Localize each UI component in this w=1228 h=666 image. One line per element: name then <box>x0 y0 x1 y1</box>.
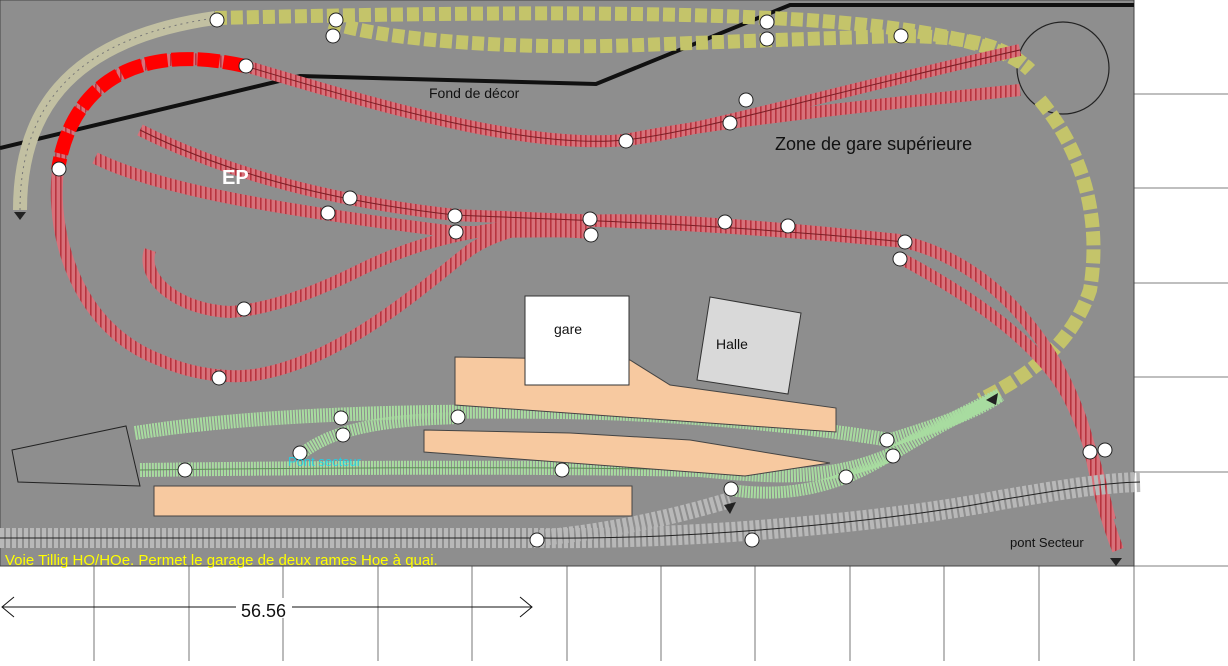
turnout-marker[interactable] <box>554 462 570 478</box>
track-red-right-branch[interactable] <box>897 252 1116 522</box>
track-upper-loop[interactable] <box>13 6 1101 407</box>
turnout-marker[interactable] <box>583 227 599 243</box>
label-halle: Halle <box>716 336 748 352</box>
turnout-marker[interactable] <box>447 208 463 224</box>
backdrop-line <box>0 3 1134 150</box>
arrow-marker <box>14 212 26 220</box>
turnout-marker[interactable] <box>618 133 634 149</box>
building-gare[interactable] <box>524 295 630 386</box>
turnout-marker[interactable] <box>51 161 67 177</box>
label-gare: gare <box>554 321 582 337</box>
turnout-marker[interactable] <box>325 28 341 44</box>
turnout-marker[interactable] <box>759 31 775 47</box>
track-yellow-right-curve[interactable] <box>976 95 1101 407</box>
turnout-marker[interactable] <box>342 190 358 206</box>
tunnel-portal <box>11 425 141 487</box>
arrow-marker <box>986 393 998 405</box>
track-green-crossover[interactable] <box>296 412 461 460</box>
label-pont-secteur-faded: Pont secteur <box>288 454 362 469</box>
turnout-marker[interactable] <box>893 28 909 44</box>
arrow-marker <box>1110 558 1122 566</box>
turnout-marker[interactable] <box>723 481 739 497</box>
turnout-marker[interactable] <box>582 211 598 227</box>
turnout-marker[interactable] <box>529 532 545 548</box>
turnout-markers[interactable] <box>51 12 1113 548</box>
turnout-marker[interactable] <box>744 532 760 548</box>
track-gray-mainline[interactable] <box>0 472 1141 549</box>
track-red-siding-lower[interactable] <box>92 152 591 239</box>
turnout-marker[interactable] <box>892 251 908 267</box>
track-gray-branch[interactable] <box>539 492 733 546</box>
track-yellow-top-b[interactable] <box>327 15 1035 76</box>
turnout-marker[interactable] <box>320 205 336 221</box>
label-voie-note: Voie Tillig HO/HOe. Permet le garage de … <box>5 552 438 569</box>
turnout-marker[interactable] <box>236 301 252 317</box>
building-halle[interactable] <box>696 296 802 395</box>
turnout-marker[interactable] <box>885 448 901 464</box>
turnout-marker[interactable] <box>897 234 913 250</box>
turnout-marker[interactable] <box>238 58 254 74</box>
track-red-highlight[interactable] <box>51 52 247 172</box>
turnout-marker[interactable] <box>738 92 754 108</box>
turnout-marker[interactable] <box>717 214 733 230</box>
turnout-marker[interactable] <box>333 410 349 426</box>
turnout-marker[interactable] <box>838 469 854 485</box>
arrow-marker <box>724 502 736 514</box>
turnout-marker[interactable] <box>211 370 227 386</box>
turnout-marker[interactable] <box>1097 442 1113 458</box>
platform-lower <box>153 485 633 517</box>
turnout-marker[interactable] <box>722 115 738 131</box>
turnout-marker[interactable] <box>780 218 796 234</box>
track-yellow-top-a[interactable] <box>214 6 1035 76</box>
track-green-lower[interactable] <box>729 449 894 499</box>
turnout-marker[interactable] <box>1082 444 1098 460</box>
turnout-marker[interactable] <box>879 432 895 448</box>
turnout-marker[interactable] <box>448 224 464 240</box>
turnout-marker[interactable] <box>292 445 308 461</box>
turnout-marker[interactable] <box>335 427 351 443</box>
track-red-upper-line-b[interactable] <box>623 84 1021 146</box>
label-fond-decor: Fond de décor <box>429 85 520 101</box>
label-ep: EP <box>222 167 249 189</box>
turnout-marker[interactable] <box>209 12 225 28</box>
dimension-value: 56.56 <box>241 601 286 621</box>
platform-middle <box>423 429 831 477</box>
label-pont-secteur: pont Secteur <box>1010 535 1084 550</box>
buffer-markers <box>14 212 1122 566</box>
label-zone-gare: Zone de gare supérieure <box>775 134 972 154</box>
turnout-marker[interactable] <box>759 14 775 30</box>
turnout-marker[interactable] <box>177 462 193 478</box>
track-olive-left-curve[interactable] <box>13 11 216 211</box>
turnout-marker[interactable] <box>450 409 466 425</box>
track-red-inner-loop[interactable] <box>142 214 591 319</box>
turnout-marker[interactable] <box>328 12 344 28</box>
